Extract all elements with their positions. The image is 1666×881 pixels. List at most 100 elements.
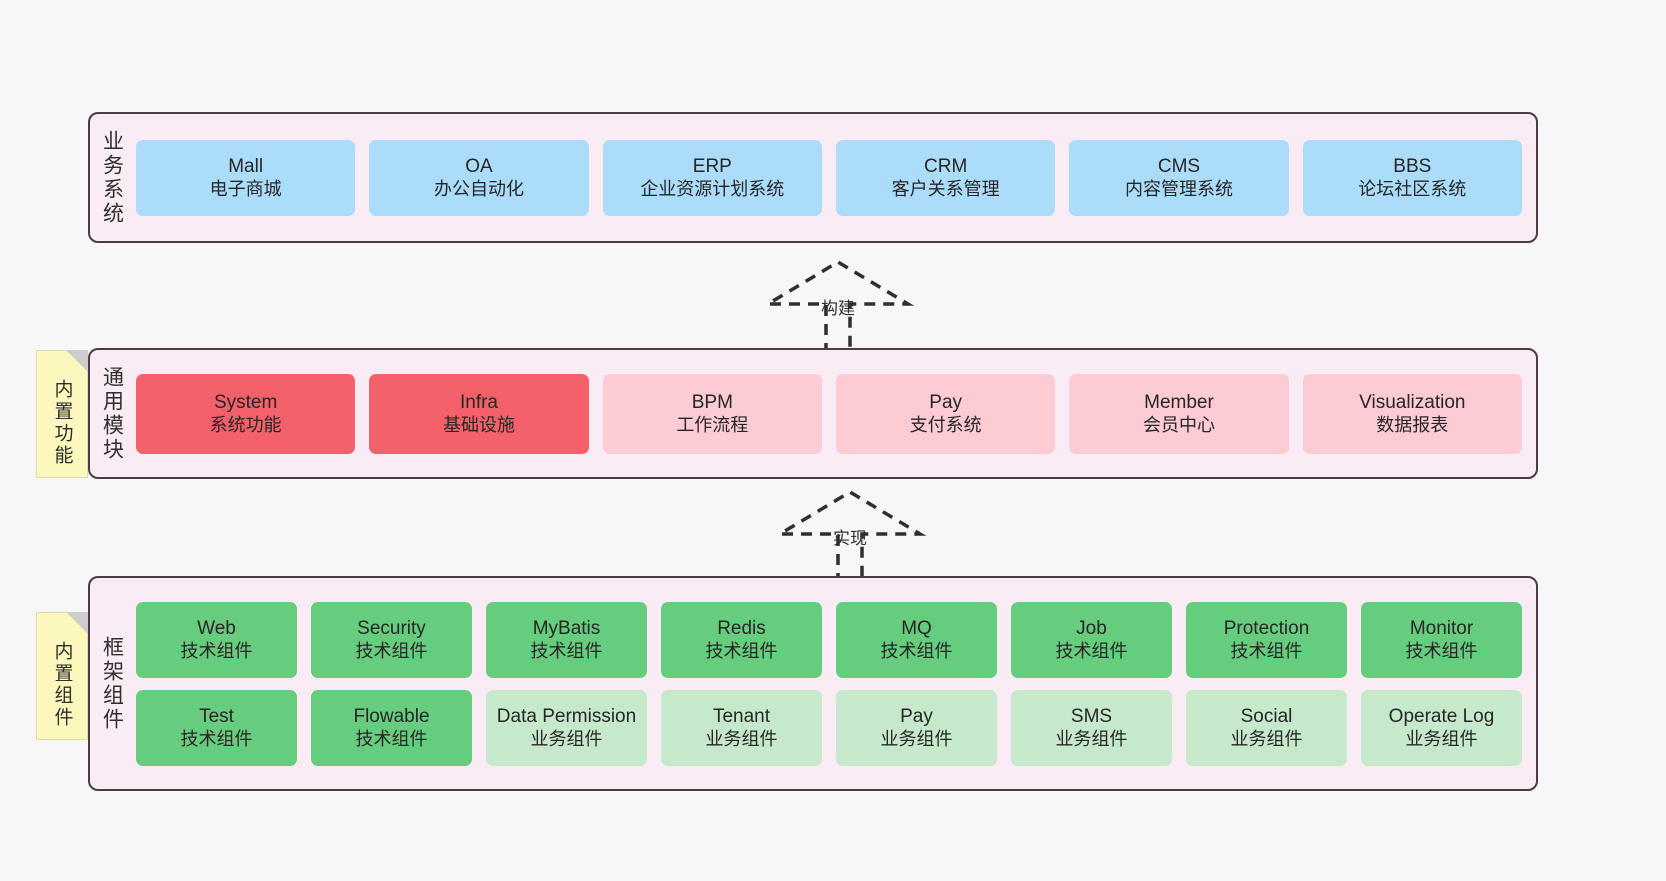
node-label-cn: 技术组件 [530, 641, 603, 662]
node-label-cn: 电子商城 [209, 179, 282, 200]
node-mq[interactable]: MQ 技术组件 [836, 601, 997, 678]
node-bpm[interactable]: BPM 工作流程 [602, 373, 822, 454]
node-label-en: Operate Log [1388, 705, 1495, 727]
node-label-cn: 工作流程 [676, 415, 749, 436]
node-tenant[interactable]: Tenant 业务组件 [661, 689, 822, 766]
node-security[interactable]: Security 技术组件 [311, 601, 472, 678]
node-label-en: System [213, 391, 278, 413]
node-protection[interactable]: Protection 技术组件 [1186, 601, 1347, 678]
node-operate-log[interactable]: Operate Log 业务组件 [1361, 689, 1522, 766]
node-label-en: Job [1076, 617, 1107, 639]
node-system[interactable]: System 系统功能 [136, 373, 356, 454]
node-member[interactable]: Member 会员中心 [1069, 373, 1289, 454]
node-label-cn: 技术组件 [880, 641, 953, 662]
node-label-en: Flowable [353, 705, 430, 727]
note-builtin-components: 内置组件 [36, 612, 88, 740]
node-job[interactable]: Job 技术组件 [1011, 601, 1172, 678]
connector-build: 构建 [748, 258, 928, 354]
node-label-en: MyBatis [532, 617, 601, 639]
layer-row: Test 技术组件 Flowable 技术组件 Data Permission … [136, 689, 1522, 766]
node-label-en: Pay [929, 391, 963, 413]
node-label-cn: 客户关系管理 [891, 179, 1000, 200]
node-label-en: CRM [924, 155, 968, 177]
node-label-en: Data Permission [496, 705, 637, 727]
node-label-cn: 业务组件 [705, 729, 778, 750]
node-label-cn: 技术组件 [355, 729, 428, 750]
node-label-en: ERP [692, 155, 732, 177]
node-label-cn: 技术组件 [180, 729, 253, 750]
node-label-en: OA [465, 155, 493, 177]
node-redis[interactable]: Redis 技术组件 [661, 601, 822, 678]
note-builtin-features: 内置功能 [36, 350, 88, 478]
layer-row: Mall 电子商城 OA 办公自动化 ERP 企业资源计划系统 CRM 客户关系… [136, 139, 1522, 216]
node-label-en: Social [1240, 705, 1293, 727]
node-label-en: Infra [459, 391, 498, 413]
node-label-cn: 业务组件 [530, 729, 603, 750]
node-label-cn: 会员中心 [1142, 415, 1215, 436]
node-mybatis[interactable]: MyBatis 技术组件 [486, 601, 647, 678]
node-label-cn: 技术组件 [1405, 641, 1478, 662]
node-label-en: Visualization [1359, 391, 1466, 413]
node-test[interactable]: Test 技术组件 [136, 689, 297, 766]
connector-implement: 实现 [760, 488, 940, 584]
node-label-en: Web [197, 617, 236, 639]
layer-row: System 系统功能 Infra 基础设施 BPM 工作流程 Pay 支付系统… [136, 373, 1522, 454]
node-data-permission[interactable]: Data Permission 业务组件 [486, 689, 647, 766]
node-label-cn: 数据报表 [1376, 415, 1449, 436]
node-label-cn: 业务组件 [1055, 729, 1128, 750]
node-mall[interactable]: Mall 电子商城 [136, 139, 356, 216]
node-label-cn: 技术组件 [1055, 641, 1128, 662]
node-cms[interactable]: CMS 内容管理系统 [1069, 139, 1289, 216]
node-label-cn: 技术组件 [1230, 641, 1303, 662]
node-label-cn: 技术组件 [180, 641, 253, 662]
node-infra[interactable]: Infra 基础设施 [369, 373, 589, 454]
node-label-en: Member [1144, 391, 1214, 413]
node-flowable[interactable]: Flowable 技术组件 [311, 689, 472, 766]
node-label-cn: 办公自动化 [433, 179, 524, 200]
node-label-cn: 企业资源计划系统 [640, 179, 785, 200]
node-label-en: Mall [228, 155, 264, 177]
node-visualization[interactable]: Visualization 数据报表 [1302, 373, 1522, 454]
node-label-en: Redis [717, 617, 766, 639]
node-label-en: MQ [901, 617, 932, 639]
layer-common-modules: 通用模块 System 系统功能 Infra 基础设施 BPM 工作流程 Pay… [88, 348, 1538, 479]
node-sms[interactable]: SMS 业务组件 [1011, 689, 1172, 766]
node-label-cn: 系统功能 [209, 415, 282, 436]
node-label-en: Monitor [1409, 617, 1474, 639]
node-label-en: Protection [1223, 617, 1310, 639]
layer-title-business-systems: 业务系统 [100, 129, 124, 226]
layer-body-common-modules: System 系统功能 Infra 基础设施 BPM 工作流程 Pay 支付系统… [134, 350, 1536, 477]
node-label-cn: 基础设施 [442, 415, 515, 436]
node-crm[interactable]: CRM 客户关系管理 [835, 139, 1056, 216]
node-bbs[interactable]: BBS 论坛社区系统 [1302, 139, 1522, 216]
node-social[interactable]: Social 业务组件 [1186, 689, 1347, 766]
connector-label-build: 构建 [821, 299, 855, 318]
node-label-en: CMS [1157, 155, 1201, 177]
layer-title-common-modules: 通用模块 [100, 365, 124, 462]
node-label-en: SMS [1070, 705, 1113, 727]
layer-body-business-systems: Mall 电子商城 OA 办公自动化 ERP 企业资源计划系统 CRM 客户关系… [134, 114, 1536, 241]
node-pay[interactable]: Pay 支付系统 [835, 373, 1056, 454]
node-monitor[interactable]: Monitor 技术组件 [1361, 601, 1522, 678]
node-label-cn: 内容管理系统 [1124, 179, 1233, 200]
node-label-en: Test [199, 705, 234, 727]
node-label-cn: 技术组件 [705, 641, 778, 662]
node-oa[interactable]: OA 办公自动化 [369, 139, 589, 216]
node-label-en: BPM [691, 391, 733, 413]
connector-label-implement: 实现 [833, 529, 867, 548]
node-erp[interactable]: ERP 企业资源计划系统 [602, 139, 822, 216]
node-label-en: Pay [900, 705, 933, 727]
node-pay-business[interactable]: Pay 业务组件 [836, 689, 997, 766]
node-label-cn: 论坛社区系统 [1358, 179, 1467, 200]
node-label-cn: 业务组件 [1230, 729, 1303, 750]
node-label-cn: 支付系统 [909, 415, 982, 436]
layer-row: Web 技术组件 Security 技术组件 MyBatis 技术组件 Redi… [136, 601, 1522, 678]
node-label-en: Tenant [712, 705, 771, 727]
node-label-cn: 技术组件 [355, 641, 428, 662]
node-web[interactable]: Web 技术组件 [136, 601, 297, 678]
layer-business-systems: 业务系统 Mall 电子商城 OA 办公自动化 ERP 企业资源计划系统 CRM… [88, 112, 1538, 243]
layer-body-framework-components: Web 技术组件 Security 技术组件 MyBatis 技术组件 Redi… [134, 578, 1536, 789]
node-label-cn: 业务组件 [1405, 729, 1478, 750]
layer-title-framework-components: 框架组件 [100, 635, 124, 732]
